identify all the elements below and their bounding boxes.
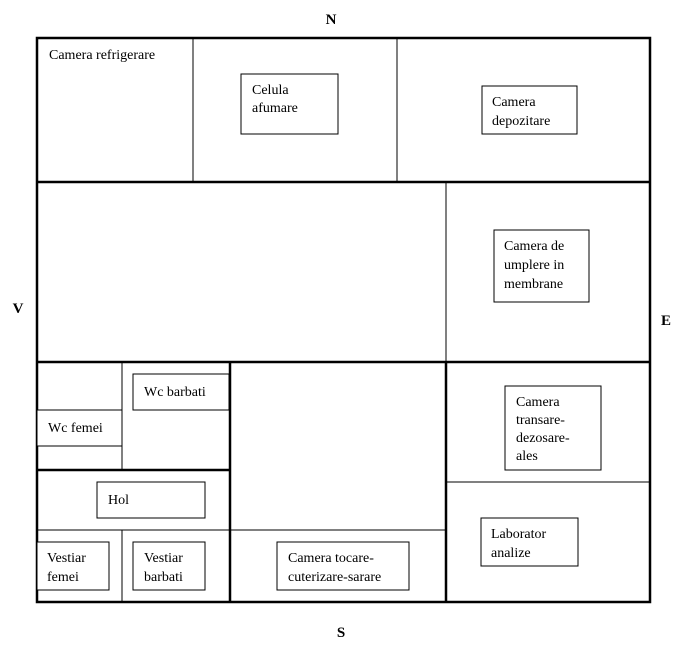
room-camera-umplere: Camera de umplere in membrane (493, 229, 590, 303)
compass-west: V (13, 301, 24, 317)
label-line: Vestiar (144, 551, 183, 566)
label-line: Camera tocare- (288, 551, 374, 566)
label-box (481, 85, 578, 135)
label-box (504, 385, 602, 471)
label-camera-refrigerare: Camera refrigerare (49, 48, 155, 63)
label-box (132, 541, 206, 591)
label-vestiar-femei: Vestiar femei (47, 551, 89, 585)
label-line: transare- (516, 413, 565, 428)
label-camera-tocare: Camera tocare- cuterizare-sarare (288, 551, 381, 585)
label-line: Camera de (504, 239, 564, 254)
label-line: afumare (252, 101, 298, 116)
label-box (132, 373, 230, 411)
label-line: Camera (516, 395, 560, 410)
label-line: membrane (504, 277, 563, 292)
label-line: analize (491, 546, 531, 561)
room-hol: Hol (96, 481, 206, 519)
label-box (493, 229, 590, 303)
label-line: Hol (108, 493, 129, 508)
label-line: Camera refrigerare (49, 48, 155, 63)
compass-north: N (326, 12, 337, 28)
label-line: depozitare (492, 114, 550, 129)
room-laborator-analize: Laborator analize (480, 517, 579, 567)
label-line: ales (516, 449, 538, 464)
label-camera-depozitare: Camera depozitare (492, 95, 550, 129)
label-box (240, 73, 339, 135)
label-celula-afumare: Celula afumare (252, 83, 298, 116)
label-box (276, 541, 410, 591)
room-vestiar-femei: Vestiar femei (36, 541, 110, 591)
room-camera-refrigerare: Camera refrigerare (49, 48, 155, 63)
room-vestiar-barbati: Vestiar barbati (132, 541, 206, 591)
label-line: Wc barbati (144, 385, 206, 400)
label-line: Camera (492, 95, 536, 110)
room-wc-femei: Wc femei (36, 409, 123, 447)
label-box (36, 409, 123, 447)
label-wc-barbati: Wc barbati (144, 385, 206, 400)
room-wc-barbati: Wc barbati (132, 373, 230, 411)
label-camera-umplere: Camera de umplere in membrane (504, 239, 568, 292)
compass-east: E (661, 313, 671, 329)
label-line: umplere in (504, 258, 564, 273)
label-line: femei (47, 570, 79, 585)
label-line: Celula (252, 83, 289, 98)
room-camera-transare: Camera transare- dezosare- ales (504, 385, 602, 471)
label-line: Wc femei (48, 421, 103, 436)
label-vestiar-barbati: Vestiar barbati (144, 551, 186, 585)
label-camera-transare: Camera transare- dezosare- ales (516, 395, 573, 464)
room-celula-afumare: Celula afumare (240, 73, 339, 135)
label-box (36, 541, 110, 591)
outer-wall (35, 36, 652, 604)
label-line: Laborator (491, 527, 547, 542)
label-hol: Hol (108, 493, 129, 508)
room-camera-tocare: Camera tocare- cuterizare-sarare (276, 541, 410, 591)
label-line: Vestiar (47, 551, 86, 566)
label-laborator-analize: Laborator analize (491, 527, 550, 561)
label-line: cuterizare-sarare (288, 570, 381, 585)
label-box (96, 481, 206, 519)
room-camera-depozitare: Camera depozitare (481, 85, 578, 135)
label-box (480, 517, 579, 567)
label-wc-femei: Wc femei (48, 421, 103, 436)
label-line: dezosare- (516, 431, 570, 446)
compass-south: S (337, 625, 345, 641)
label-line: barbati (144, 570, 183, 585)
